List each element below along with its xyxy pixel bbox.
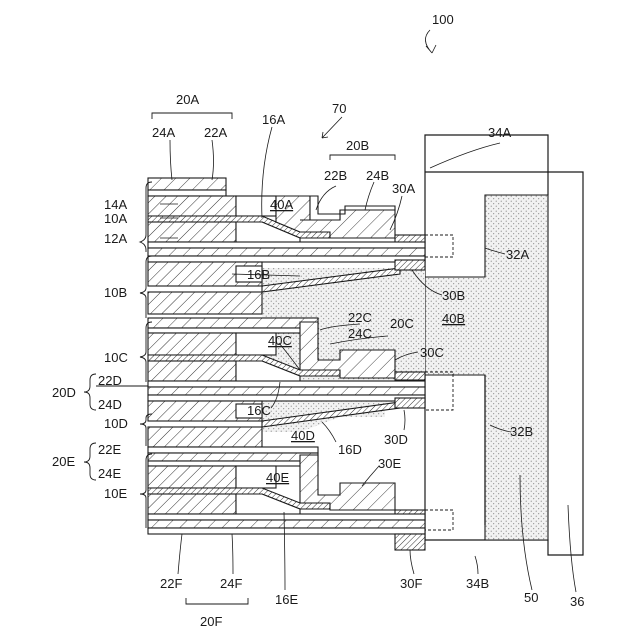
- label-34A: 34A: [488, 125, 511, 140]
- label-40C: 40C: [268, 333, 292, 348]
- label-50: 50: [524, 590, 538, 605]
- label-20F: 20F: [200, 614, 222, 629]
- label-30B: 30B: [442, 288, 465, 303]
- label-16B: 16B: [247, 267, 270, 282]
- label-12A: 12A: [104, 231, 127, 246]
- label-10C: 10C: [104, 350, 128, 365]
- label-10B: 10B: [104, 285, 127, 300]
- label-16D: 16D: [338, 442, 362, 457]
- label-20C: 20C: [390, 316, 414, 331]
- label-36: 36: [570, 594, 584, 609]
- label-34B: 34B: [466, 576, 489, 591]
- label-14A: 14A: [104, 197, 127, 212]
- label-20E: 20E: [52, 454, 75, 469]
- label-32B: 32B: [510, 424, 533, 439]
- label-24A: 24A: [152, 125, 175, 140]
- label-24E: 24E: [98, 466, 121, 481]
- label-24B: 24B: [366, 168, 389, 183]
- label-22C: 22C: [348, 310, 372, 325]
- heat-spreader-32: [425, 195, 548, 540]
- label-70: 70: [332, 101, 346, 116]
- label-24D: 24D: [98, 397, 122, 412]
- label-10A: 10A: [104, 211, 127, 226]
- label-22B: 22B: [324, 168, 347, 183]
- label-22F: 22F: [160, 576, 182, 591]
- label-22E: 22E: [98, 442, 121, 457]
- label-30E: 30E: [378, 456, 401, 471]
- label-20B: 20B: [346, 138, 369, 153]
- label-10D: 10D: [104, 416, 128, 431]
- label-30D: 30D: [384, 432, 408, 447]
- label-30A: 30A: [392, 181, 415, 196]
- label-22A: 22A: [204, 125, 227, 140]
- label-22D: 22D: [98, 373, 122, 388]
- label-30F: 30F: [400, 576, 422, 591]
- label-40B: 40B: [442, 311, 465, 326]
- label-32A: 32A: [506, 247, 529, 262]
- label-40E: 40E: [266, 470, 289, 485]
- label-100: 100: [432, 12, 454, 27]
- label-30C: 30C: [420, 345, 444, 360]
- label-40A: 40A: [270, 197, 293, 212]
- label-16C: 16C: [247, 403, 271, 418]
- label-20D: 20D: [52, 385, 76, 400]
- label-24C: 24C: [348, 326, 372, 341]
- label-16E: 16E: [275, 592, 298, 607]
- label-20A: 20A: [176, 92, 199, 107]
- label-40D: 40D: [291, 428, 315, 443]
- label-16A: 16A: [262, 112, 285, 127]
- label-10E: 10E: [104, 486, 127, 501]
- label-24F: 24F: [220, 576, 242, 591]
